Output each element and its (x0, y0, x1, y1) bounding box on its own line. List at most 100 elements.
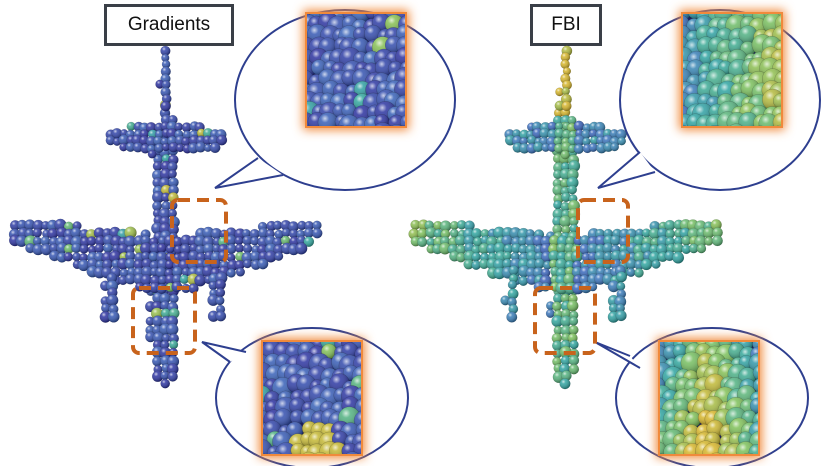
sphere-shading (124, 226, 137, 239)
sphere-shading (616, 303, 625, 313)
sphere-shading (560, 202, 570, 212)
sphere-shading (699, 50, 715, 66)
sphere-shading (234, 260, 245, 270)
sphere-shading (149, 243, 161, 254)
sphere-shading (208, 281, 218, 290)
sphere-shading (197, 128, 206, 138)
sphere-shading (149, 260, 159, 271)
sphere-shading (464, 220, 475, 231)
sphere-shading (595, 235, 607, 247)
sphere-shading (602, 242, 614, 254)
sphere-shading (102, 259, 113, 270)
sphere-shading (70, 227, 82, 239)
sphere-shading (117, 243, 129, 255)
sphere-shading (549, 235, 560, 246)
sphere-shading (161, 80, 171, 89)
sphere-shading (541, 143, 550, 152)
sphere-shading (152, 201, 162, 211)
sphere-shading (242, 229, 251, 238)
sphere-shading (679, 227, 691, 239)
sphere-shading (553, 137, 562, 146)
sphere-shading (105, 135, 116, 146)
sphere-shading (180, 243, 191, 255)
sphere-shading (547, 121, 557, 131)
sphere-shading (160, 168, 172, 181)
sphere-shading (154, 143, 164, 153)
sphere-shading (47, 228, 58, 239)
sphere-shading (167, 371, 178, 382)
sphere-shading (155, 266, 167, 278)
sphere-shading (651, 259, 661, 269)
sphere-shading (685, 411, 701, 428)
sphere-shading (375, 58, 394, 78)
sphere-shading (63, 252, 73, 262)
sphere-shading (141, 266, 153, 278)
sphere-shading (314, 452, 326, 454)
sphere-shading (242, 244, 253, 254)
sphere-shading (181, 137, 191, 146)
sphere-shading (94, 243, 104, 253)
sphere-shading (174, 122, 183, 131)
sphere-shading (426, 237, 436, 247)
sphere-shading (33, 236, 42, 246)
sphere-shading (610, 235, 621, 246)
sphere-shading (152, 315, 164, 327)
sphere-shading (561, 309, 571, 319)
sphere-shading (24, 219, 36, 231)
sphere-shading (553, 326, 563, 335)
sphere-shading (773, 112, 781, 126)
sphere-shading (153, 136, 163, 146)
sphere-shading (250, 236, 260, 246)
sphere-shading (303, 452, 315, 454)
sphere-shading (588, 129, 598, 138)
sphere-shading (753, 378, 758, 393)
sphere-shading (552, 340, 563, 351)
sphere-shading (502, 251, 512, 261)
sphere-shading (634, 268, 644, 278)
sphere-shading (226, 268, 236, 278)
sphere-shading (160, 101, 171, 112)
sphere-shading (118, 134, 130, 146)
sphere-shading (680, 351, 703, 374)
sphere-shading (188, 283, 199, 294)
sphere-shading (748, 444, 758, 454)
sphere-shading (567, 185, 577, 195)
sphere-shading (195, 141, 206, 153)
sphere-shading (346, 451, 359, 454)
sphere-shading (552, 301, 562, 312)
sphere-shading (579, 266, 592, 278)
sphere-shading (168, 142, 179, 153)
sphere-shading (152, 356, 163, 367)
sphere-shading (40, 236, 51, 246)
sphere-shading (471, 252, 481, 262)
sphere-shading (450, 229, 459, 238)
sphere-shading (776, 125, 781, 126)
sphere-shading (554, 128, 565, 139)
sphere-shading (579, 235, 591, 246)
sphere-shading (594, 273, 606, 285)
sphere-shading (603, 251, 613, 262)
sphere-shading (565, 236, 575, 246)
sphere-shading (456, 252, 466, 263)
sphere-shading (609, 303, 619, 313)
highlight-box-fbi-nose (533, 286, 597, 355)
sphere-shading (561, 101, 572, 111)
sphere-shading (425, 227, 437, 238)
sphere-shading (124, 235, 137, 248)
sphere-shading (209, 142, 221, 153)
sphere-shading (335, 125, 344, 126)
sphere-shading (588, 252, 598, 262)
sphere-shading (264, 250, 277, 263)
sphere-shading (161, 308, 171, 319)
sphere-shading (125, 273, 136, 285)
sphere-shading (234, 236, 244, 245)
sphere-shading (119, 268, 129, 278)
sphere-shading (562, 80, 572, 90)
sphere-shading (178, 251, 190, 263)
sphere-shading (480, 229, 490, 239)
sphere-shading (374, 122, 391, 126)
sphere-shading (161, 201, 171, 211)
sphere-shading (88, 245, 97, 255)
sphere-shading (341, 442, 358, 454)
sphere-shading (161, 333, 171, 343)
